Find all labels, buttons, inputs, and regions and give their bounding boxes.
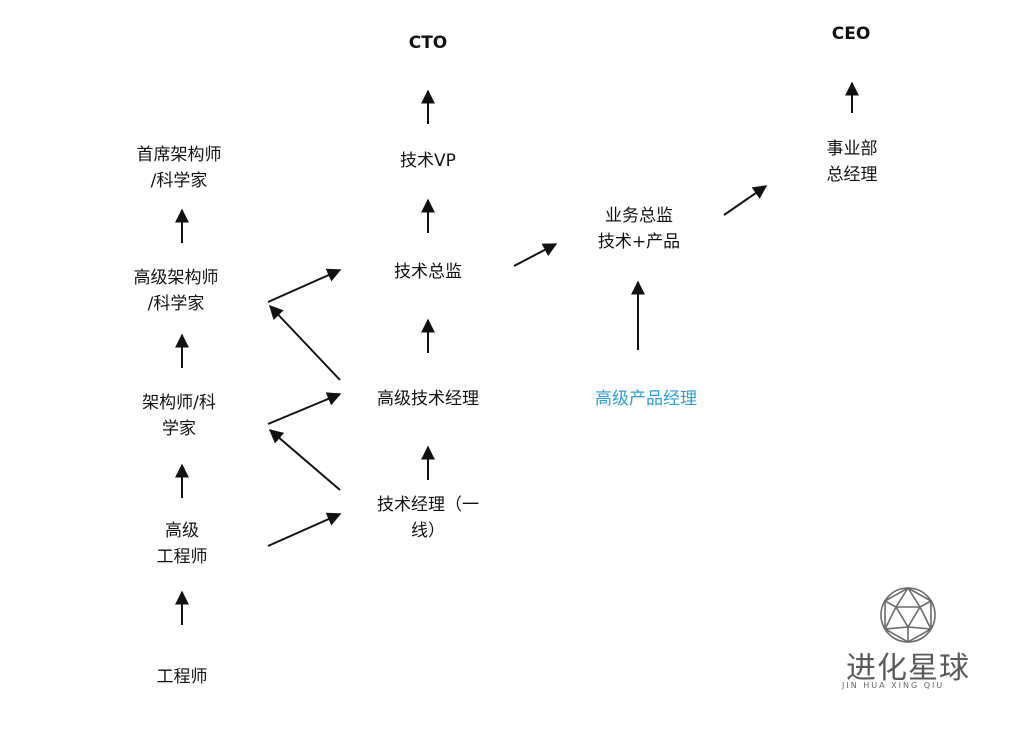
node-tech-manager-line2: 线） bbox=[411, 521, 445, 541]
node-division-gm-line2: 总经理 bbox=[826, 165, 878, 185]
arrow-architect-to-senior-tech-manager bbox=[267, 392, 342, 425]
node-ceo-label: CEO bbox=[831, 24, 871, 44]
node-engineer: 工程师 bbox=[157, 664, 208, 690]
node-division-gm-line1: 事业部 bbox=[826, 139, 878, 159]
node-senior-tech-manager: 高级技术经理 bbox=[377, 386, 479, 412]
node-chief-architect-line2: /科学家 bbox=[150, 171, 208, 191]
node-architect-line1: 架构师/科 bbox=[142, 393, 216, 413]
node-business-director-line2: 技术+产品 bbox=[597, 232, 681, 252]
node-tech-manager-line1: 技术经理（一 bbox=[377, 495, 479, 515]
node-division-gm: 事业部 总经理 bbox=[827, 136, 878, 188]
node-senior-architect-line2: /科学家 bbox=[147, 294, 205, 314]
node-engineer-label: 工程师 bbox=[156, 667, 208, 687]
node-business-director: 业务总监 技术+产品 bbox=[598, 203, 680, 255]
arrow-senior-engineer-to-tech-manager bbox=[267, 512, 342, 547]
arrow-senior-tech-manager-to-senior-architect bbox=[269, 304, 341, 381]
brand-logo: 进化星球 JIN HUA XING QIU bbox=[838, 585, 978, 695]
node-senior-architect: 高级架构师 /科学家 bbox=[134, 265, 219, 317]
arrow-business-director-to-division-gm bbox=[723, 185, 768, 216]
arrow-senior-architect-to-tech-director bbox=[267, 268, 342, 303]
node-cto: CTO bbox=[409, 30, 448, 56]
node-architect: 架构师/科 学家 bbox=[142, 390, 216, 442]
node-chief-architect: 首席架构师 /科学家 bbox=[137, 142, 222, 194]
brand-name: 进化星球 bbox=[846, 651, 970, 686]
arrow-tech-director-to-business-director bbox=[513, 243, 558, 267]
node-ceo: CEO bbox=[832, 21, 871, 47]
icosahedron-icon bbox=[880, 587, 936, 643]
node-senior-engineer: 高级 工程师 bbox=[157, 518, 208, 570]
node-business-director-line1: 业务总监 bbox=[605, 206, 673, 226]
node-chief-architect-line1: 首席架构师 bbox=[136, 145, 222, 165]
arrow-tech-manager-to-architect bbox=[268, 429, 341, 491]
node-architect-line2: 学家 bbox=[161, 419, 196, 439]
node-senior-engineer-line1: 高级 bbox=[165, 521, 199, 541]
node-tech-vp: 技术VP bbox=[400, 148, 456, 174]
node-tech-manager: 技术经理（一 线） bbox=[377, 492, 479, 544]
brand-subtitle: JIN HUA XING QIU bbox=[842, 681, 945, 690]
node-tech-director-label: 技术总监 bbox=[394, 262, 462, 282]
node-senior-engineer-line2: 工程师 bbox=[156, 547, 208, 567]
node-senior-product-manager: 高级产品经理 bbox=[595, 386, 697, 412]
node-cto-label: CTO bbox=[408, 33, 448, 53]
node-tech-vp-label: 技术VP bbox=[400, 151, 456, 171]
node-senior-tech-manager-label: 高级技术经理 bbox=[377, 389, 479, 409]
node-tech-director: 技术总监 bbox=[394, 259, 462, 285]
node-senior-product-manager-label: 高级产品经理 bbox=[595, 389, 697, 409]
node-senior-architect-line1: 高级架构师 bbox=[133, 268, 219, 288]
